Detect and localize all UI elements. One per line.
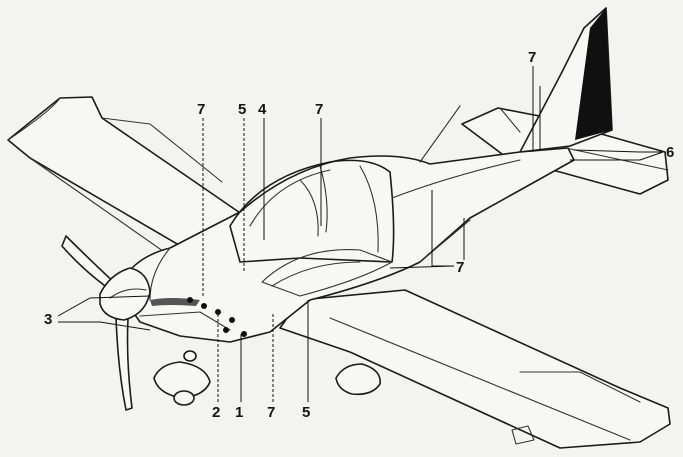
- callout-5-bottom: 5: [302, 404, 310, 421]
- antenna: [419, 105, 461, 163]
- callout-1: 1: [235, 404, 243, 421]
- callout-7-fuselage: 7: [456, 259, 464, 276]
- callout-4: 4: [258, 101, 267, 118]
- vertical-fin: [519, 7, 613, 153]
- callout-3: 3: [44, 311, 52, 328]
- landing-gear: [153, 350, 381, 406]
- fuselage: [117, 147, 575, 343]
- leader-lines: [57, 66, 664, 402]
- callout-7-canopy: 7: [315, 101, 323, 118]
- callout-7-fin: 7: [528, 49, 536, 66]
- callout-7-bottom: 7: [267, 404, 275, 421]
- propeller: [61, 235, 151, 411]
- callout-5-top: 5: [238, 101, 246, 118]
- callout-7-nose: 7: [197, 101, 205, 118]
- callout-6: 6: [666, 144, 674, 161]
- right-wing: [279, 289, 671, 449]
- callout-labels: 7 5 4 7 7 6 7 3 2 1 7 5: [44, 49, 674, 421]
- left-wing: [7, 96, 263, 271]
- callout-2: 2: [212, 404, 220, 421]
- cowl-fasteners: [187, 297, 247, 337]
